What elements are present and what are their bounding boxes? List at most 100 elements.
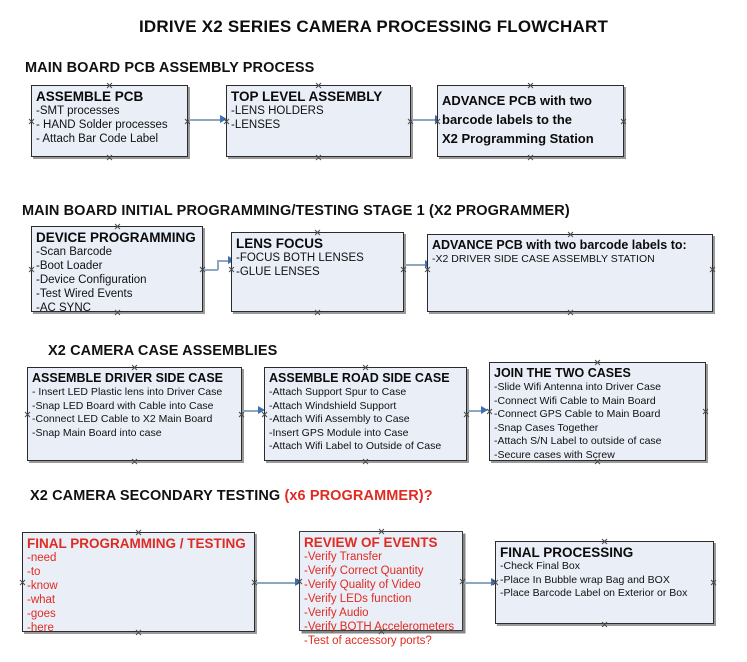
- node-item: -what: [27, 594, 56, 606]
- connector-road-side-to-join-cases[interactable]: [468, 406, 492, 416]
- connector-line: [204, 269, 218, 271]
- node-item: -Connect LED Cable to X2 Main Board: [32, 413, 213, 425]
- node-item: -here: [27, 622, 54, 634]
- node-item: -LENSES: [231, 119, 281, 131]
- node-item: -AC SYNC: [36, 302, 91, 314]
- connector-line: [405, 264, 426, 266]
- handle-top-icon[interactable]: [362, 364, 369, 371]
- node-item: - Insert LED Plastic lens into Driver Ca…: [32, 386, 223, 398]
- node-assemble-pcb[interactable]: ASSEMBLE PCB -SMT processes - HAND Solde…: [31, 85, 188, 157]
- arrow-head-icon: [295, 578, 302, 586]
- connector-line: [217, 260, 229, 262]
- handle-left-icon[interactable]: [24, 411, 31, 418]
- node-item-overflow: -Test of accessory ports?: [304, 635, 432, 647]
- node-header: FINAL PROCESSING: [500, 545, 634, 560]
- node-item: -Place In Bubble wrap Bag and BOX: [500, 573, 670, 586]
- node-item: -Snap Main Board into case: [32, 426, 162, 439]
- node-final-processing[interactable]: FINAL PROCESSING -Check Final Box -Place…: [495, 541, 714, 624]
- handle-top-icon[interactable]: [567, 231, 574, 238]
- node-assemble-road-side-case[interactable]: ASSEMBLE ROAD SIDE CASE -Attach Support …: [264, 367, 467, 461]
- connector-review-of-events-to-final-processing[interactable]: [464, 578, 500, 588]
- node-top-level-assembly[interactable]: TOP LEVEL ASSEMBLY -LENS HOLDERS -LENSES: [226, 85, 411, 157]
- handle-bottom-icon[interactable]: [131, 458, 138, 465]
- handle-right-icon[interactable]: [709, 266, 716, 273]
- section-title-text: X2 CAMERA CASE ASSEMBLIES: [48, 343, 278, 359]
- connector-line: [256, 582, 296, 584]
- node-bold-line: barcode labels to the: [442, 112, 573, 127]
- handle-left-icon[interactable]: [19, 579, 26, 586]
- node-item: -Check Final Box: [500, 560, 580, 572]
- node-final-programming-testing[interactable]: FINAL PROGRAMMING / TESTING -need -to -k…: [19, 529, 255, 634]
- node-item: -Attach S/N Label to outside of case: [494, 435, 662, 447]
- node-item: -Attach Wifi Label to Outside of Case: [269, 440, 442, 452]
- node-item: -SMT processes: [36, 105, 120, 117]
- connector-assemble-pcb-to-top-level-assembly[interactable]: [189, 115, 229, 125]
- connector-driver-side-to-road-side[interactable]: [243, 406, 267, 416]
- handle-bottom-icon[interactable]: [601, 621, 608, 628]
- node-item: -GLUE LENSES: [236, 266, 320, 278]
- node-header: FINAL PROGRAMMING / TESTING: [27, 536, 246, 551]
- node-device-programming[interactable]: DEVICE PROGRAMMING -Scan Barcode -Boot L…: [28, 223, 203, 314]
- node-item: -Secure cases with Screw: [494, 448, 615, 461]
- node-header: ASSEMBLE DRIVER SIDE CASE: [32, 371, 224, 385]
- node-item: -know: [27, 580, 58, 592]
- node-header: REVIEW OF EVENTS: [304, 535, 438, 550]
- node-item: -Snap LED Board with Cable into Case: [32, 399, 214, 412]
- node-item: -Verify Audio: [304, 607, 369, 619]
- handle-bottom-icon[interactable]: [567, 309, 574, 316]
- connector-line: [243, 410, 259, 412]
- node-item: -Attach Wifi Assembly to Case: [269, 413, 410, 425]
- node-item: -Boot Loader: [36, 260, 103, 272]
- node-item: -X2 DRIVER SIDE CASE ASSEMBLY STATION: [432, 253, 655, 265]
- node-item: -Connect GPS Cable to Main Board: [494, 408, 661, 420]
- handle-left-icon[interactable]: [28, 266, 35, 273]
- node-header: TOP LEVEL ASSEMBLY: [231, 89, 383, 104]
- handle-top-icon[interactable]: [106, 82, 113, 89]
- connector-line-vertical: [217, 260, 219, 270]
- node-header: ASSEMBLE ROAD SIDE CASE: [269, 371, 450, 385]
- node-item: -to: [27, 566, 41, 578]
- handle-top-icon[interactable]: [594, 359, 601, 366]
- node-header: ADVANCE PCB with two barcode labels to:: [432, 238, 687, 252]
- handle-top-icon[interactable]: [314, 229, 321, 236]
- node-item: -Slide Wifi Antenna into Driver Case: [494, 381, 661, 393]
- handle-bottom-icon[interactable]: [314, 309, 321, 316]
- handle-top-icon[interactable]: [527, 82, 534, 89]
- section-title-x2-camera-case-assemblies: X2 CAMERA CASE ASSEMBLIES: [48, 343, 277, 359]
- handle-top-icon[interactable]: [378, 528, 385, 535]
- handle-left-icon[interactable]: [28, 118, 35, 125]
- node-item: -Connect Wifi Cable to Main Board: [494, 394, 656, 407]
- node-join-the-two-cases[interactable]: JOIN THE TWO CASES -Slide Wifi Antenna i…: [489, 362, 706, 461]
- section-title-highlight: (x6 PROGRAMMER)?: [284, 488, 433, 504]
- handle-bottom-icon[interactable]: [527, 154, 534, 161]
- handle-top-icon[interactable]: [315, 82, 322, 89]
- connector-line: [468, 410, 482, 412]
- node-item: -Verify LEDs function: [304, 593, 412, 605]
- section-title-text: X2 CAMERA SECONDARY TESTING: [30, 488, 285, 504]
- handle-bottom-icon[interactable]: [106, 154, 113, 161]
- connector-final-programming-to-review-of-events[interactable]: [256, 578, 304, 588]
- node-item: - Attach Bar Code Label: [36, 133, 159, 145]
- node-advance-pcb-to-driver-side-case-station[interactable]: ADVANCE PCB with two barcode labels to: …: [427, 234, 713, 312]
- connector-line: [412, 119, 436, 121]
- page-title: IDRIVE X2 SERIES CAMERA PROCESSING FLOWC…: [138, 17, 609, 36]
- handle-top-icon[interactable]: [601, 538, 608, 545]
- node-header: ASSEMBLE PCB: [36, 89, 144, 104]
- handle-top-icon[interactable]: [114, 223, 121, 230]
- handle-bottom-icon[interactable]: [362, 458, 369, 465]
- node-review-of-events[interactable]: REVIEW OF EVENTS -Verify Transfer -Verif…: [299, 528, 463, 647]
- node-header: LENS FOCUS: [236, 236, 324, 251]
- handle-top-icon[interactable]: [131, 364, 138, 371]
- arrow-head-icon: [258, 406, 265, 414]
- node-assemble-driver-side-case[interactable]: ASSEMBLE DRIVER SIDE CASE - Insert LED P…: [27, 367, 242, 461]
- node-item: -Verify Transfer: [304, 551, 382, 563]
- handle-bottom-icon[interactable]: [315, 154, 322, 161]
- arrow-head-icon: [491, 578, 498, 586]
- section-title-text: MAIN BOARD PCB ASSEMBLY PROCESS: [25, 60, 315, 76]
- node-advance-pcb-to-x2-programming-station[interactable]: ADVANCE PCB with two barcode labels to t…: [437, 85, 624, 157]
- handle-top-icon[interactable]: [135, 529, 142, 536]
- node-item: -Snap Cases Together: [494, 421, 599, 434]
- node-lens-focus[interactable]: LENS FOCUS -FOCUS BOTH LENSES -GLUE LENS…: [231, 232, 404, 312]
- node-item: -Verify Quality of Video: [304, 579, 421, 591]
